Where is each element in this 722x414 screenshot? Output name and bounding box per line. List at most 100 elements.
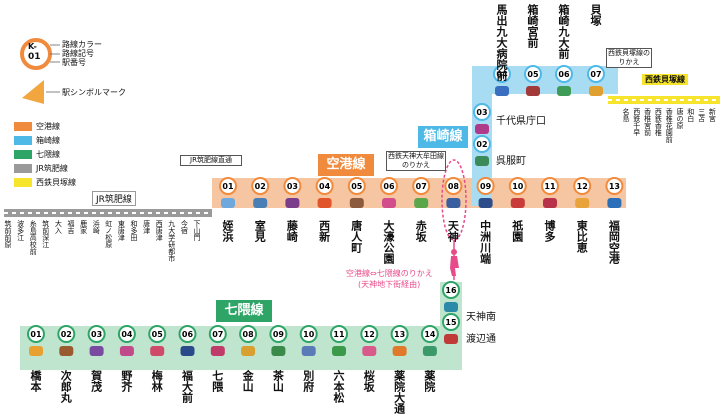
- station-name-kuko-10: 祇園: [510, 220, 524, 242]
- legend-route-hakozaki: 箱崎線: [36, 136, 60, 145]
- station-name-jr-15: 下山門: [193, 220, 201, 241]
- station-badge-kuko-01: [219, 177, 237, 195]
- station-number-hakozaki-06: 06: [558, 70, 570, 79]
- station-symbol-icon-kuko-02: [253, 198, 268, 208]
- station-name-nanakuma-11: 六本松: [332, 370, 345, 403]
- station-number-hakozaki-05: 05: [527, 70, 539, 79]
- station-badge-hakozaki-02: [473, 135, 491, 153]
- station-number-nanakuma-14: 14: [424, 330, 436, 339]
- station-name-nanakuma-07: 七隈: [210, 370, 224, 392]
- station-number-kuko-03: 03: [287, 182, 298, 191]
- station-symbol-icon-nanakuma-08: [241, 346, 256, 356]
- station-name-nanakuma-05: 梅林: [150, 370, 164, 392]
- station-symbol-icon-nanakuma-15: [444, 334, 458, 344]
- legend-route-kuko: 空港線: [36, 122, 60, 131]
- station-badge-nanakuma-08: [239, 325, 258, 343]
- station-number-kuko-13: 13: [609, 182, 620, 191]
- station-number-nanakuma-15: 15: [445, 318, 457, 327]
- station-badge-nanakuma-12: [360, 325, 379, 343]
- station-badge-kuko-11: [541, 177, 559, 195]
- station-number-kuko-04: 04: [319, 182, 331, 191]
- station-badge-kuko-08: [444, 177, 463, 195]
- station-badge-hakozaki-03: [473, 103, 491, 121]
- station-number-nanakuma-08: 08: [243, 330, 255, 339]
- station-number-kuko-08: 08: [448, 182, 460, 191]
- legend-sample-num: 01: [28, 52, 41, 62]
- station-number-kuko-06: 06: [383, 182, 395, 191]
- station-name-nishitetsu-5: 唐の原: [676, 108, 684, 129]
- station-number-hakozaki-07: 07: [590, 70, 601, 79]
- station-name-jr-6: 鹿家: [79, 220, 88, 234]
- station-number-nanakuma-06: 06: [182, 330, 194, 339]
- walk-transfer-note-2: (天神地下街経由): [358, 280, 421, 289]
- station-symbol-icon-kuko-06: [382, 198, 396, 208]
- station-name-jr-2: 糸島高校前: [29, 220, 38, 255]
- station-name-nanakuma-02: 次郎丸: [59, 370, 73, 403]
- station-name-nishitetsu-4: 香椎花園前: [665, 108, 674, 143]
- station-badge-nanakuma-01: [27, 325, 45, 343]
- station-badge-kuko-07: [412, 177, 431, 195]
- station-name-nanakuma-10: 別府: [301, 370, 315, 392]
- station-symbol-icon-kuko-13: [607, 198, 622, 208]
- station-name-kuko-04: 西新: [317, 220, 331, 242]
- station-name-nanakuma-03: 賀茂: [89, 370, 103, 392]
- station-badge-nanakuma-04: [117, 325, 136, 343]
- legend-route-nanakuma: 七隈線: [36, 150, 60, 159]
- station-symbol-icon-nanakuma-16: [444, 302, 458, 312]
- station-symbol-icon-hakozaki-07: [589, 86, 603, 96]
- station-badge-kuko-04: [315, 177, 334, 195]
- kuko-line-badge: 空港線: [318, 154, 374, 176]
- station-symbol-icon-kuko-01: [221, 198, 235, 208]
- station-name-nanakuma-14: 薬院: [422, 370, 436, 392]
- station-badge-nanakuma-05: [148, 325, 167, 343]
- station-name-kuko-01: 姪浜: [221, 220, 234, 242]
- station-badge-nanakuma-09: [269, 325, 288, 343]
- station-name-nishitetsu-7: 三苫: [697, 108, 706, 122]
- station-name-kuko-06: 大濠公園: [382, 220, 395, 264]
- station-symbol-icon-kuko-05: [349, 198, 364, 208]
- station-badge-nanakuma-14: [420, 325, 439, 343]
- station-symbol-icon-hakozaki-02: [475, 156, 489, 166]
- station-symbol-icon-kuko-09: [478, 198, 493, 208]
- station-number-nanakuma-12: 12: [364, 330, 375, 339]
- station-name-jr-14: 今宿: [180, 220, 189, 234]
- station-symbol-icon-kuko-08: [446, 198, 461, 208]
- station-badge-nanakuma-16: [442, 281, 460, 299]
- station-symbol-icon-nanakuma-06: [180, 346, 195, 356]
- station-number-kuko-07: 07: [416, 182, 427, 191]
- station-name-nanakuma-15: 渡辺通: [466, 334, 496, 345]
- station-number-nanakuma-10: 10: [303, 330, 315, 339]
- station-name-kuko-05: 唐人町: [349, 220, 363, 253]
- hakozaki-line-badge: 箱崎線: [418, 126, 468, 148]
- walk-transfer-note-1: 空港線⇔七隈線のりかえ: [346, 269, 433, 278]
- station-symbol-icon-hakozaki-03: [475, 124, 489, 134]
- jr-line-label: JR筑肥線: [92, 191, 136, 206]
- station-name-kuko-03: 藤崎: [285, 220, 299, 242]
- station-name-jr-7: 浜崎: [92, 220, 101, 234]
- station-name-nishitetsu-2: 香椎宮前: [643, 108, 652, 136]
- station-name-nanakuma-13: 薬院大通: [392, 370, 406, 414]
- station-number-nanakuma-05: 05: [152, 330, 164, 339]
- station-number-nanakuma-16: 16: [445, 286, 457, 295]
- tenjin-transfer-note: 西鉄天神大牟田線のりかえ: [386, 151, 446, 171]
- jr-direct-note: JR筑肥線直通: [180, 155, 242, 166]
- station-name-jr-13: 九大学研都市: [167, 220, 176, 262]
- station-badge-kuko-09: [476, 177, 495, 195]
- station-number-hakozaki-04: 04: [496, 70, 508, 79]
- station-name-hakozaki-07: 貝塚: [589, 4, 602, 26]
- station-number-nanakuma-13: 13: [394, 330, 405, 339]
- legend-swatch-hakozaki: [14, 136, 32, 145]
- station-number-kuko-02: 02: [255, 182, 266, 191]
- station-symbol-icon-kuko-12: [575, 198, 590, 208]
- kaizuka-transfer-note: 西鉄貝塚線のりかえ: [606, 48, 652, 68]
- station-number-nanakuma-01: 01: [30, 330, 42, 339]
- station-name-jr-3: 筑前深江: [41, 220, 50, 248]
- nanakuma-line-badge: 七隈線: [216, 300, 272, 322]
- tenjin-highlight: [441, 159, 467, 241]
- station-name-nanakuma-12: 桜坂: [362, 370, 376, 392]
- station-name-jr-8: 虹ノ松原: [104, 220, 113, 248]
- station-badge-kuko-03: [283, 177, 302, 195]
- station-badge-kuko-12: [573, 177, 592, 195]
- station-number-hakozaki-02: 02: [476, 140, 487, 149]
- station-symbol-icon-kuko-03: [285, 198, 300, 208]
